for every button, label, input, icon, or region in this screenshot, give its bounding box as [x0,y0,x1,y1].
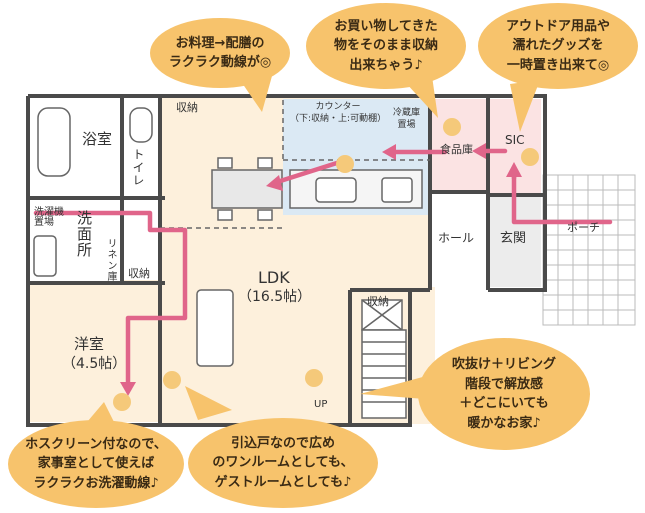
sic-label: SIC [505,133,525,147]
closet-west-label: 収納 [128,267,150,280]
callout-sliding: 引込戸なので広め のワンルームとしても、 ゲストルームとしても♪ [188,418,378,508]
hall-area [431,192,488,287]
closet-stair-label: 収納 [367,295,389,308]
western-room-floor [28,280,160,422]
ldk-size: （16.5帖） [238,289,312,305]
callout-cooking: お料理→配膳の ラクラク動線が◎ [150,18,290,88]
porch-grid [542,174,636,326]
pantry-area [431,99,488,192]
chair-4 [257,209,273,221]
sofa [196,289,234,367]
callout-cooking-text: お料理→配膳の ラクラク動線が◎ [168,35,272,71]
pantry-label: 食品庫 [440,143,473,156]
staircase [361,329,407,419]
washroom-label: 洗面所 [75,210,93,258]
sink [315,177,357,203]
counter-label: カウンター （下:収納・上:可動棚） [290,102,387,124]
callout-shopping: お買い物してきた 物をそのまま収納 出来ちゃう♪ [306,3,466,89]
callout-hoscreen-text: ホスクリーン付なので、 家事室として使えば ラクラクお洗濯動線♪ [25,436,167,491]
callout-outdoor-text: アウトドア用品や 濡れたグッズを 一時置き出来て◎ [505,18,610,73]
western-room-label: 洋室 [74,335,105,353]
hall-label: ホール [438,231,475,245]
callout-stairs: 吹抜け＋リビング 階段で解放感 ＋どこにいても 暖かなお家♪ [418,338,590,450]
ldk-label: LDK [258,268,290,287]
bathroom-label: 浴室 [82,130,113,148]
dining-table [211,169,283,209]
entrance-label: 玄関 [500,231,527,246]
stove [381,177,413,203]
toilet-fixture [129,107,153,143]
callout-pointers [82,76,540,428]
fridge-label: 冷蔵庫 置場 [393,108,421,130]
chair-1 [217,157,233,169]
arrow-heads [120,143,522,396]
closet-bath-label: 収納 [176,101,198,114]
bathtub [37,107,71,177]
washbasin [33,235,57,277]
callout-hoscreen: ホスクリーン付なので、 家事室として使えば ラクラクお洗濯動線♪ [8,420,184,508]
linen-label: リネン庫 [105,238,116,282]
stair-up-label: UP [314,399,328,410]
toilet-label: トイレ [131,148,145,187]
callout-sliding-text: 引込戸なので広め のワンルームとしても、 ゲストルームとしても♪ [212,435,354,490]
fixtures [33,107,423,419]
chair-3 [217,209,233,221]
laundry-storage-label: 洗濯機 置場 [34,207,64,228]
chair-2 [257,157,273,169]
porch-label: ポーチ [567,221,600,234]
position-markers [113,118,539,411]
callout-outdoor: アウトドア用品や 濡れたグッズを 一時置き出来て◎ [478,3,638,89]
callout-stairs-text: 吹抜け＋リビング 階段で解放感 ＋どこにいても 暖かなお家♪ [451,357,556,431]
western-room-size: （4.5帖） [62,356,127,372]
callout-shopping-text: お買い物してきた 物をそのまま収納 出来ちゃう♪ [333,18,438,73]
walls [26,94,547,427]
